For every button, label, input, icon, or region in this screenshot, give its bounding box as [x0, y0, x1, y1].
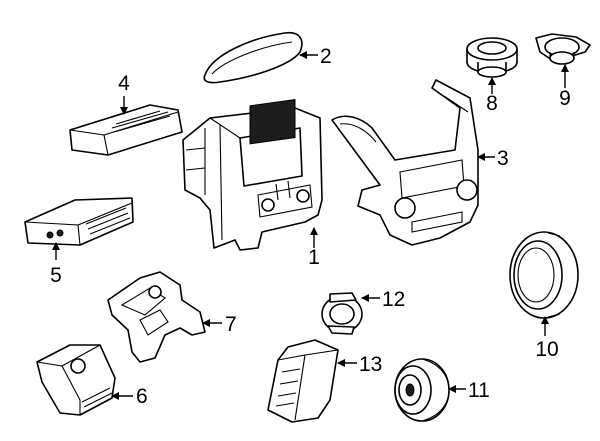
callout-10-label: 10 [535, 338, 558, 361]
callout-8-label: 8 [486, 92, 498, 115]
callout-3: 3 [477, 147, 509, 170]
callout-5-label: 5 [50, 264, 62, 287]
callout-13-label: 13 [359, 353, 382, 376]
part-2-trim-cover [203, 31, 303, 84]
part-5-receiver [24, 197, 134, 246]
callout-12-label: 12 [382, 288, 405, 311]
callout-10: 10 [535, 316, 559, 361]
callout-5: 5 [50, 242, 62, 287]
part-3-bezel [331, 79, 479, 246]
callout-6: 6 [111, 385, 148, 408]
part-1-display-assembly [182, 98, 323, 251]
part-9-tweeter [535, 33, 591, 65]
callout-7: 7 [202, 313, 237, 336]
part-12-tweeter [321, 292, 363, 335]
part-8-speaker [466, 37, 518, 78]
callout-4: 4 [118, 72, 130, 115]
callout-2-label: 2 [320, 45, 332, 68]
part-6-amplifier [36, 344, 116, 416]
callout-4-label: 4 [118, 72, 130, 95]
part-10-speaker-ring [509, 231, 579, 319]
callout-11: 11 [448, 379, 490, 402]
part-7-bracket [107, 271, 206, 363]
part-4-control-module [69, 104, 183, 156]
callout-7-label: 7 [225, 313, 237, 336]
callout-11-label: 11 [468, 379, 490, 402]
part-13-module [267, 339, 339, 423]
callout-1: 1 [308, 227, 320, 269]
part-11-speaker [394, 358, 450, 422]
callout-9-label: 9 [559, 87, 571, 110]
callout-6-label: 6 [136, 385, 148, 408]
callout-13: 13 [337, 353, 382, 376]
callout-2: 2 [299, 45, 332, 68]
callout-9: 9 [559, 64, 571, 110]
callout-12: 12 [361, 288, 405, 311]
callout-3-label: 3 [497, 147, 509, 170]
callout-8: 8 [486, 77, 498, 115]
callout-1-label: 1 [308, 246, 320, 269]
